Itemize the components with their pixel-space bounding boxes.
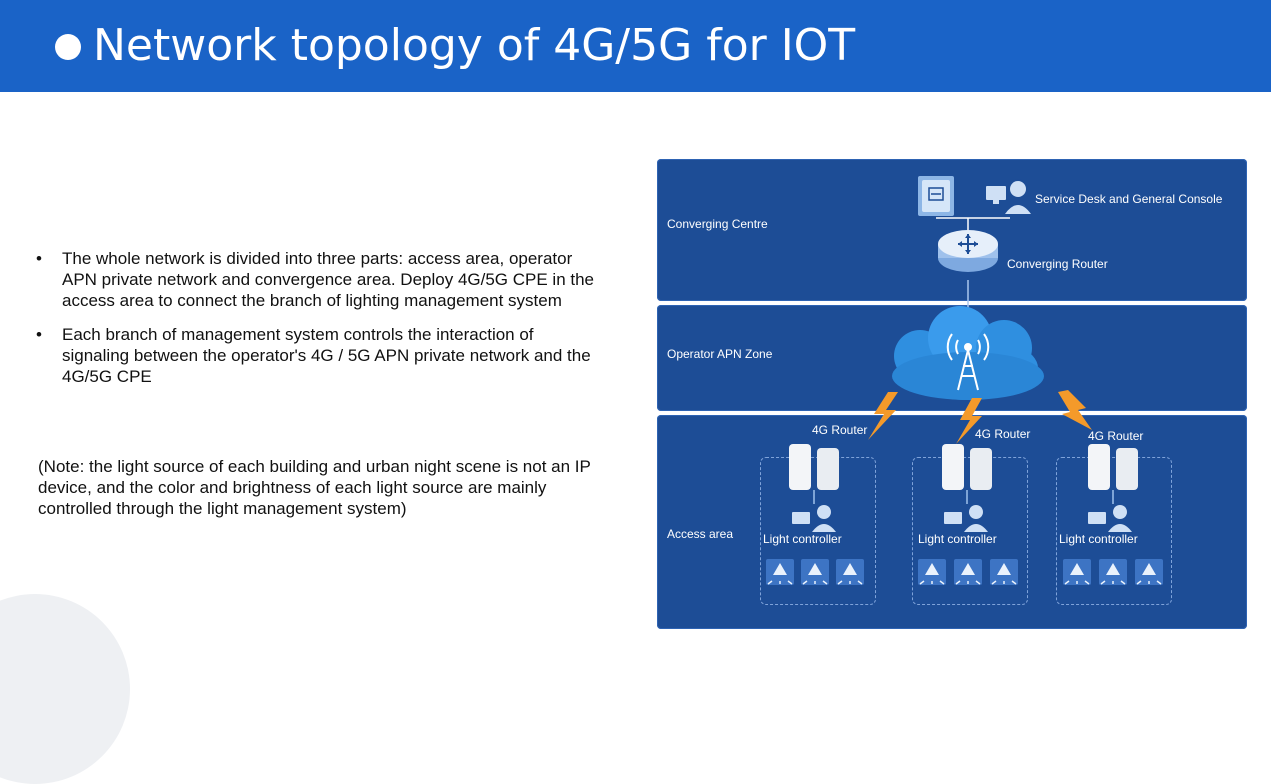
light-fixtures-group-1: [766, 559, 864, 585]
branch-3-controller-label: Light controller: [1059, 532, 1138, 546]
branch-1-router-label: 4G Router: [812, 423, 867, 437]
cpe-router-icon: [1088, 444, 1138, 490]
light-controller-icon: [792, 505, 836, 532]
branch-2-router-label: 4G Router: [975, 427, 1030, 441]
light-controller-icon: [1088, 505, 1132, 532]
cpe-router-icon: [789, 444, 839, 490]
converging-router-label: Converging Router: [1007, 257, 1108, 271]
branch-3-router-label: 4G Router: [1088, 429, 1143, 443]
lightning-icon-1: [868, 392, 898, 440]
branch-2-controller-label: Light controller: [918, 532, 997, 546]
light-fixtures-group-3: [1063, 559, 1163, 585]
converging-router-icon: [938, 230, 998, 272]
topology-graphics: [0, 0, 1271, 649]
service-desk-label: Service Desk and General Console: [1035, 192, 1222, 206]
light-fixtures-group-2: [918, 559, 1018, 585]
server-icon: [918, 176, 954, 216]
console-operator-icon: [986, 180, 1031, 214]
lightning-icon-3: [1058, 390, 1092, 430]
branch-1-controller-label: Light controller: [763, 532, 842, 546]
light-controller-icon: [944, 505, 988, 532]
cpe-router-icon: [942, 444, 992, 490]
